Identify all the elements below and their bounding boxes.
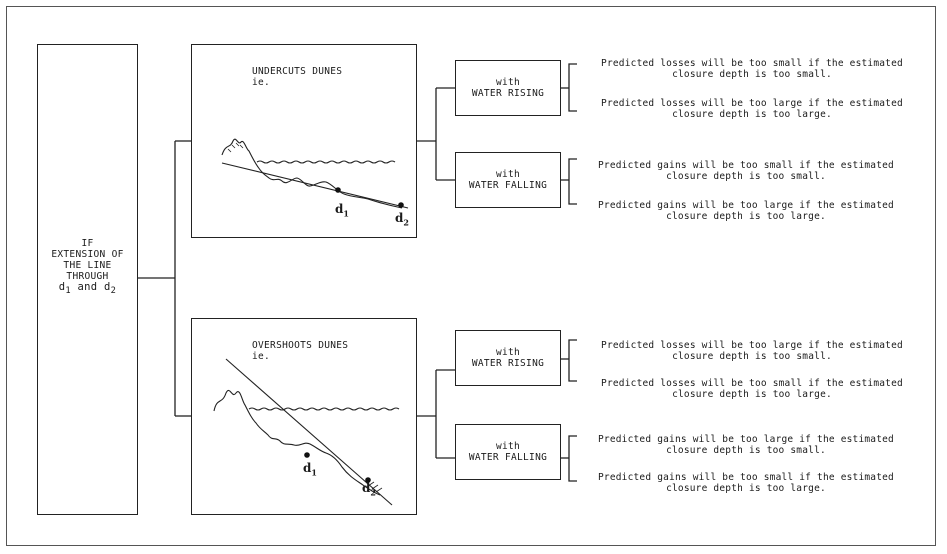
diagram-frame [6,6,936,546]
result-text: Predicted losses will be too small if th… [601,58,903,80]
d1-point [304,452,310,458]
condition-text: IF EXTENSION OF THE LINE THROUGH d1 and … [38,238,137,297]
case-subtitle-text: ie. [252,350,271,362]
water-with-label: with [495,169,521,180]
water-condition-label: WATER RISING [471,88,545,99]
result-text: Predicted gains will be too large if the… [598,434,894,456]
water-with-label: with [495,347,521,358]
water-falling-box: with WATER FALLING [455,424,561,480]
result-text: Predicted losses will be too large if th… [601,98,903,120]
case-title: OVERSHOOTS DUNES ie. [252,340,349,362]
case-overshoots-dunes: OVERSHOOTS DUNES ie. d1 d2 [191,318,417,515]
d1-label: d1 [303,461,317,478]
result-text: Predicted gains will be too small if the… [598,160,894,182]
d2-label: d2 [362,481,376,498]
overshoots-sketch [213,358,400,506]
condition-line-the-line: THE LINE [63,260,112,271]
result-text: Predicted gains will be too small if the… [598,472,894,494]
water-falling-box: with WATER FALLING [455,152,561,208]
d1-label: d1 [335,202,349,219]
condition-box: IF EXTENSION OF THE LINE THROUGH d1 and … [37,44,138,515]
d2-label: d2 [395,211,409,228]
result-text: Predicted gains will be too large if the… [598,200,894,222]
d1-point [335,187,341,193]
undercuts-sketch [221,138,409,209]
result-text: Predicted losses will be too large if th… [601,340,903,362]
d2-point [365,477,371,483]
condition-line-extension: EXTENSION OF [51,249,124,260]
water-with-label: with [495,441,521,452]
water-with-label: with [495,77,521,88]
case-subtitle-text: ie. [252,76,271,88]
case-title: UNDERCUTS DUNES ie. [252,66,343,88]
d2-point [398,202,404,208]
water-condition-label: WATER FALLING [468,452,548,463]
water-rising-box: with WATER RISING [455,330,561,386]
water-condition-label: WATER FALLING [468,180,548,191]
case-undercuts-dunes: UNDERCUTS DUNES ie. d1 d2 [191,44,417,238]
water-rising-box: with WATER RISING [455,60,561,116]
condition-line-through: THROUGH [66,271,109,282]
condition-line-if: IF [81,238,94,249]
condition-line-d1-d2: d1 and d2 [58,281,117,297]
case-title-text: UNDERCUTS DUNES [252,66,343,77]
case-title-text: OVERSHOOTS DUNES [252,340,349,351]
water-condition-label: WATER RISING [471,358,545,369]
result-text: Predicted losses will be too small if th… [601,378,903,400]
